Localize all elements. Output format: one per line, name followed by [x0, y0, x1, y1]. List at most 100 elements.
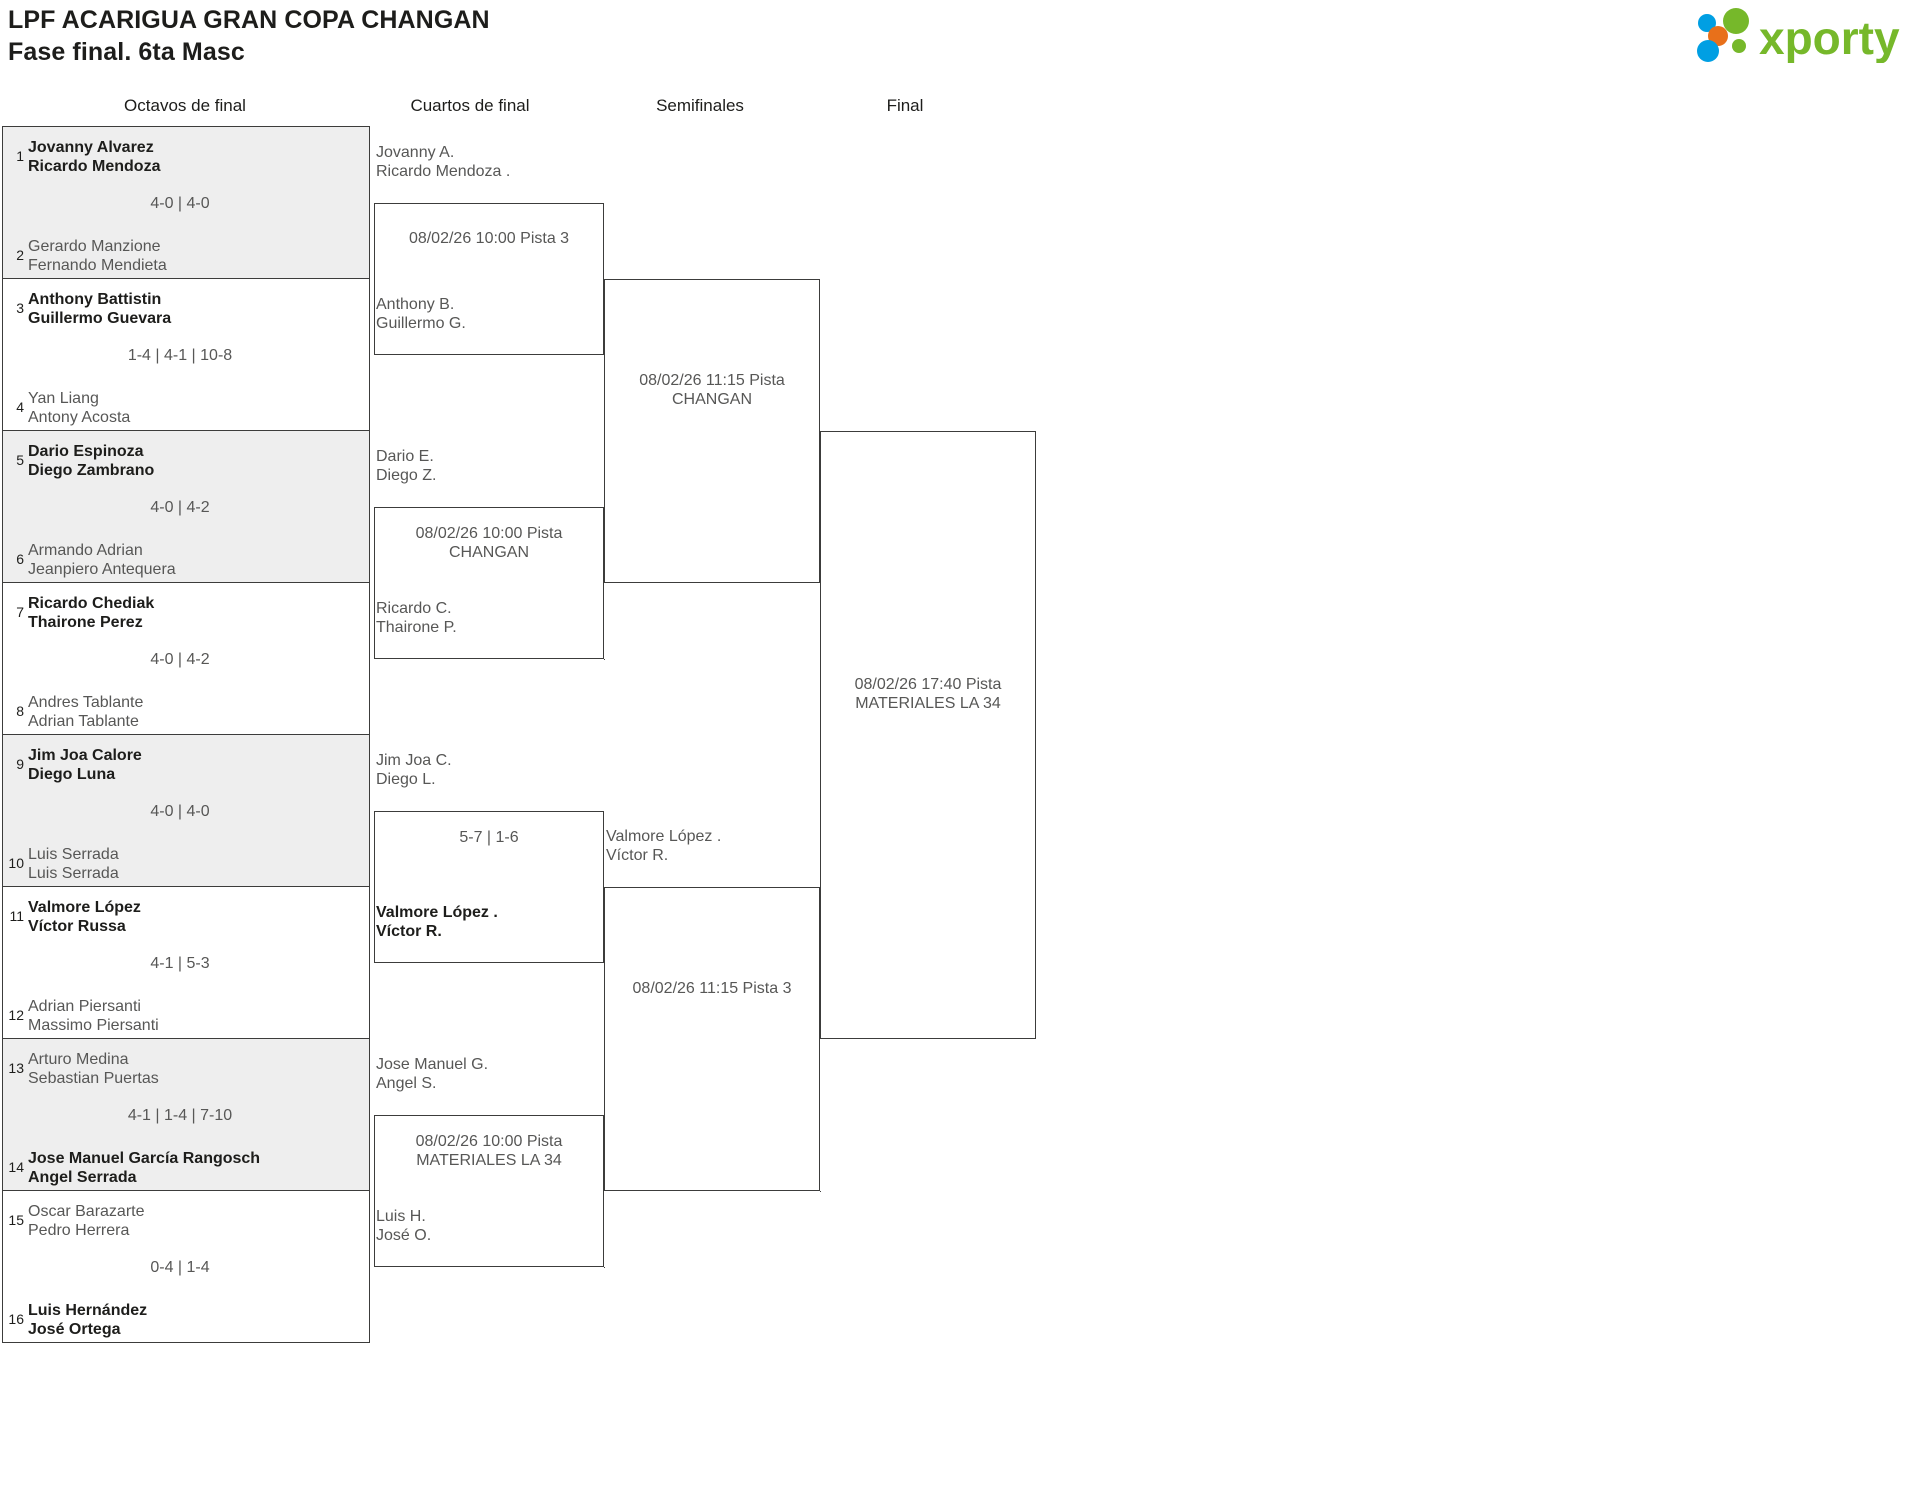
player-name: Dario Espinoza — [28, 443, 144, 460]
player-name: Diego L. — [376, 771, 436, 788]
octavos-match-box[interactable] — [2, 1038, 370, 1191]
connector-line — [820, 431, 821, 432]
player-name: Jim Joa Calore — [28, 747, 142, 764]
cuartos-match-box[interactable] — [374, 811, 604, 963]
cuartos-team: Jovanny A. Ricardo Mendoza . — [376, 143, 510, 181]
cuartos-team: Valmore López . Víctor R. — [376, 903, 498, 941]
octavos-match-box[interactable] — [2, 734, 370, 887]
cuartos-match-box[interactable] — [374, 507, 604, 659]
octavos-team: Adrian Piersanti Massimo Piersanti — [28, 997, 159, 1035]
octavos-team: Luis Hernández José Ortega — [28, 1301, 147, 1339]
connector-line — [604, 963, 605, 964]
seed-number: 1 — [16, 148, 24, 164]
final-match-box[interactable] — [820, 431, 1036, 1039]
cuartos-match-info: 08/02/26 10:00 Pista MATERIALES LA 34 — [415, 1133, 563, 1169]
player-name: Gerardo Manzione — [28, 238, 161, 255]
player-name: Massimo Piersanti — [28, 1017, 159, 1034]
seed-number: 13 — [8, 1060, 24, 1076]
seed-number: 10 — [8, 855, 24, 871]
player-name: Diego Z. — [376, 467, 437, 484]
cuartos-team: Jose Manuel G. Angel S. — [376, 1055, 488, 1093]
player-name: Diego Zambrano — [28, 462, 155, 479]
octavos-team: Ricardo Chediak Thairone Perez — [28, 594, 154, 632]
player-name: Víctor R. — [606, 847, 669, 864]
player-name: Jovanny A. — [376, 144, 455, 161]
player-name: Jose Manuel García Rangosch — [28, 1150, 261, 1167]
octavos-team: Jovanny Alvarez Ricardo Mendoza — [28, 138, 160, 176]
cuartos-match-box[interactable] — [374, 203, 604, 355]
player-name: Guillermo Guevara — [28, 310, 172, 327]
octavos-team: Valmore López Víctor Russa — [28, 898, 141, 936]
semifinal-team: Valmore López . Víctor R. — [606, 827, 721, 865]
connector-line — [820, 1191, 821, 1192]
player-name: Jeanpiero Antequera — [28, 561, 176, 578]
player-name: Thairone Perez — [28, 614, 143, 631]
seed-number: 7 — [16, 604, 24, 620]
tournament-phase: Fase final. 6ta Masc — [8, 38, 245, 66]
player-name: Pedro Herrera — [28, 1222, 130, 1239]
octavos-team: Gerardo Manzione Fernando Mendieta — [28, 237, 167, 275]
player-name: Adrian Piersanti — [28, 998, 141, 1015]
octavos-match-box[interactable] — [2, 126, 370, 279]
player-name: Dario E. — [376, 448, 434, 465]
cuartos-match-info: 5-7 | 1-6 — [459, 829, 519, 846]
player-name: Guillermo G. — [376, 315, 466, 332]
seed-number: 6 — [16, 551, 24, 567]
seed-number: 12 — [8, 1007, 24, 1023]
player-name: Ricardo Mendoza — [28, 158, 161, 175]
semifinal-match-box[interactable] — [604, 279, 820, 583]
player-name: Sebastian Puertas — [28, 1070, 159, 1087]
player-name: Angel Serrada — [28, 1169, 137, 1186]
octavos-team: Dario Espinoza Diego Zambrano — [28, 442, 154, 480]
player-name: Valmore López — [28, 899, 141, 916]
octavos-match-box[interactable] — [2, 1190, 370, 1343]
player-name: Valmore López . — [376, 904, 498, 921]
seed-number: 15 — [8, 1212, 24, 1228]
octavos-match-box[interactable] — [2, 430, 370, 583]
player-name: José Ortega — [28, 1321, 121, 1338]
seed-number: 8 — [16, 703, 24, 719]
player-name: Ricardo Chediak — [28, 595, 155, 612]
octavos-team: Arturo Medina Sebastian Puertas — [28, 1050, 159, 1088]
player-name: Diego Luna — [28, 766, 116, 783]
player-name: Valmore López . — [606, 828, 722, 845]
semifinal-match-box[interactable] — [604, 887, 820, 1191]
octavos-team: Yan Liang Antony Acosta — [28, 389, 130, 427]
player-name: Jovanny Alvarez — [28, 139, 154, 156]
connector-line — [604, 355, 605, 356]
player-name: Oscar Barazarte — [28, 1203, 145, 1220]
seed-number: 16 — [8, 1311, 24, 1327]
semifinal-match-info: 08/02/26 11:15 Pista 3 — [632, 980, 792, 997]
final-match-info: 08/02/26 17:40 Pista MATERIALES LA 34 — [854, 676, 1002, 712]
round-header-cuartos: Cuartos de final — [410, 96, 530, 115]
player-name: Luis Serrada — [28, 865, 119, 882]
player-name: Ricardo C. — [376, 600, 452, 617]
cuartos-match-info: 08/02/26 10:00 Pista 3 — [408, 230, 570, 247]
cuartos-team: Ricardo C. Thairone P. — [376, 599, 457, 637]
player-name: Yan Liang — [28, 390, 99, 407]
page-title: LPF ACARIGUA GRAN COPA CHANGAN Fase fina… — [8, 4, 490, 68]
cuartos-match-box[interactable] — [374, 1115, 604, 1267]
player-name: Anthony Battistin — [28, 291, 162, 308]
octavos-score: 4-0 | 4-2 — [150, 651, 210, 668]
player-name: Víctor R. — [376, 923, 442, 940]
connector-line — [604, 1267, 605, 1268]
player-name: Luis Hernández — [28, 1302, 148, 1319]
player-name: Ricardo Mendoza . — [376, 163, 511, 180]
player-name: Fernando Mendieta — [28, 257, 167, 274]
round-header-octavos: Octavos de final — [124, 96, 246, 115]
xporty-logo: xporty — [1685, 7, 1905, 63]
seed-number: 11 — [9, 908, 24, 924]
octavos-score: 4-0 | 4-2 — [150, 499, 210, 516]
octavos-team: Jim Joa Calore Diego Luna — [28, 746, 142, 784]
player-name: Thairone P. — [376, 619, 457, 636]
seed-number: 9 — [16, 756, 24, 772]
round-header-semifinales: Semifinales — [656, 96, 744, 115]
tournament-name: LPF ACARIGUA GRAN COPA CHANGAN — [8, 6, 490, 34]
player-name: Anthony B. — [376, 296, 455, 313]
octavos-team: Jose Manuel García Rangosch Angel Serrad… — [28, 1149, 260, 1187]
octavos-score: 4-1 | 5-3 — [150, 955, 210, 972]
player-name: Adrian Tablante — [28, 713, 139, 730]
octavos-team: Luis Serrada Luis Serrada — [28, 845, 119, 883]
octavos-score: 0-4 | 1-4 — [150, 1259, 210, 1276]
